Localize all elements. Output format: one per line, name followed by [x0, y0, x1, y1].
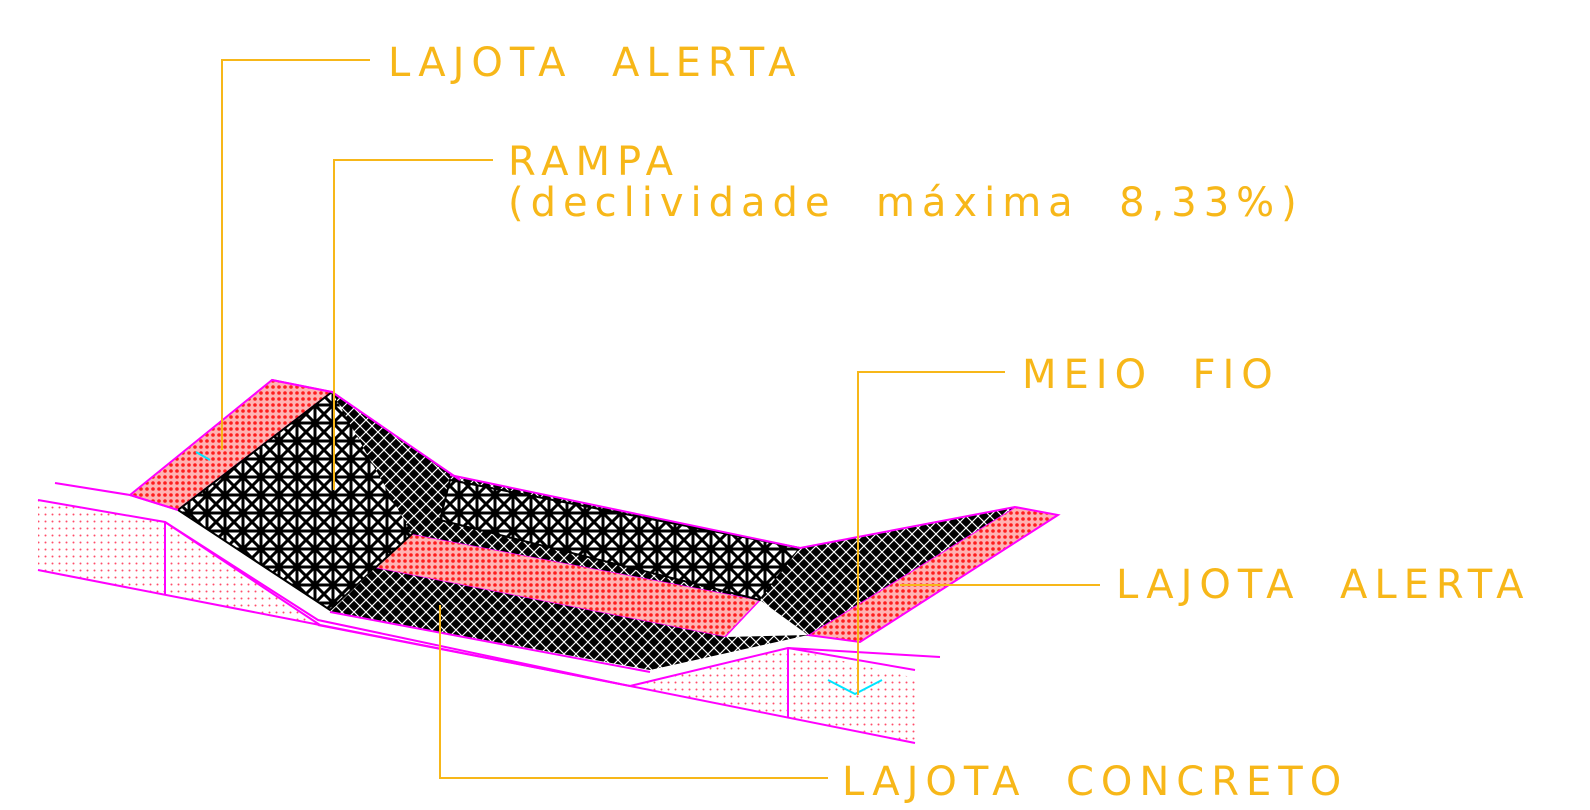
curb-right-section — [630, 648, 915, 743]
alert-tile-right — [805, 505, 1061, 644]
leader-lajota-alerta-top — [221, 59, 370, 450]
ramp-lower-mesh — [330, 568, 808, 670]
label-meio-fio: MEIO FIO — [1022, 352, 1280, 398]
curb-outlines — [37, 379, 1016, 744]
ramp-right-mesh — [760, 507, 1015, 635]
curb-body — [38, 500, 915, 743]
leader-meio-fio — [857, 371, 1005, 695]
curb-left-section — [38, 500, 320, 625]
concrete-tiles — [176, 390, 1015, 670]
callout-leaders — [221, 59, 1100, 779]
leader-rampa — [333, 159, 493, 490]
label-lajota-concreto: LAJOTA CONCRETO — [842, 759, 1348, 805]
road-upper-edge — [329, 611, 651, 673]
curb-top-line — [54, 482, 179, 511]
label-rampa: RAMPA — [508, 139, 680, 185]
curb-bottom-line — [37, 569, 321, 626]
marker-check-left — [195, 451, 211, 461]
ramp-upper-left-edge — [271, 379, 461, 481]
label-rampa-slope: (declividade máxima 8,33%) — [508, 180, 1304, 226]
road-edge — [317, 624, 916, 744]
curb-mid-line — [164, 521, 621, 685]
marker-check — [827, 679, 883, 696]
curb-right-edge — [787, 647, 916, 671]
ramp-top-edge — [449, 474, 1016, 550]
label-lajota-alerta-top: LAJOTA ALERTA — [388, 40, 802, 86]
label-lajota-alerta-right: LAJOTA ALERTA — [1116, 562, 1530, 608]
leader-lajota-concreto — [439, 605, 828, 779]
